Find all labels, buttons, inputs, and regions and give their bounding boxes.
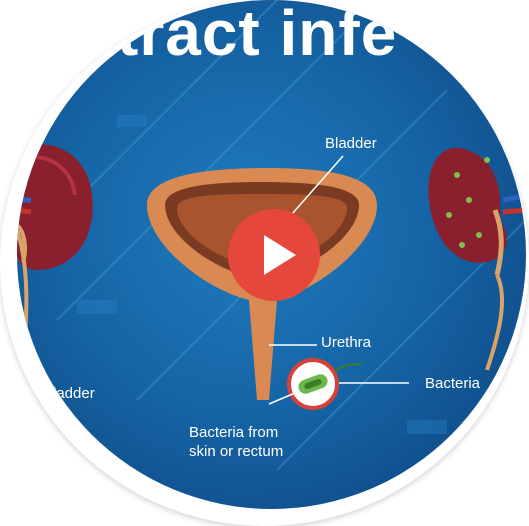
bacteria-source-label-line2: skin or rectum — [189, 443, 284, 460]
play-button[interactable] — [228, 209, 320, 301]
bacteria-magnifier — [268, 358, 363, 410]
bacteria-source-label-line1: Bacteria from — [189, 424, 279, 441]
left-kidney-illustration — [17, 144, 93, 361]
left-bladder-label-cut: ladder — [53, 385, 95, 402]
right-kidney-illustration — [428, 147, 526, 371]
bladder-label: Bladder — [325, 135, 377, 152]
play-icon — [264, 235, 296, 275]
video-thumbnail[interactable]: tract infe Bladder Urethra Bacteria Bact… — [17, 0, 526, 509]
urethra-label: Urethra — [321, 334, 372, 351]
video-title-overlay: tract infe — [117, 0, 398, 69]
bacteria-label: Bacteria — [425, 375, 481, 392]
